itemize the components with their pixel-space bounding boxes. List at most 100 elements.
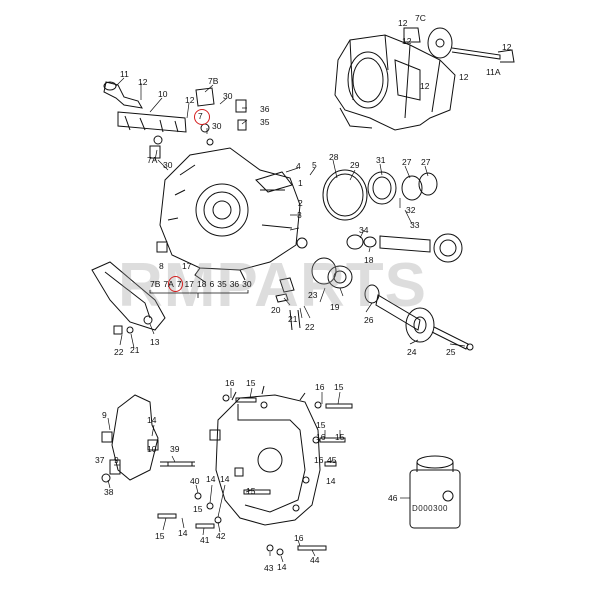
callout-42[interactable]: 42 xyxy=(216,531,226,541)
highlight-ring-upper xyxy=(194,109,210,125)
callout-15[interactable]: 15 xyxy=(246,486,256,496)
row-part-7b[interactable]: 7B xyxy=(150,279,161,289)
row-part-30[interactable]: 30 xyxy=(242,279,252,289)
callout-4[interactable]: 4 xyxy=(296,161,301,171)
callout-44[interactable]: 44 xyxy=(310,555,320,565)
callout-14[interactable]: 14 xyxy=(178,528,188,538)
callout-21[interactable]: 21 xyxy=(130,345,140,355)
leader-lines xyxy=(107,77,466,563)
callout-13[interactable]: 13 xyxy=(150,337,160,347)
callout-16[interactable]: 16 xyxy=(225,378,235,388)
callout-20[interactable]: 20 xyxy=(271,305,281,315)
callout-10[interactable]: 10 xyxy=(158,89,168,99)
callout-30[interactable]: 30 xyxy=(212,121,222,131)
jar-label: D000300 xyxy=(412,504,448,513)
callout-7a[interactable]: 7A xyxy=(147,155,158,165)
callout-35[interactable]: 35 xyxy=(260,117,270,127)
callout-3[interactable]: 3 xyxy=(297,210,302,220)
callout-43[interactable]: 43 xyxy=(264,563,274,573)
row-part-6[interactable]: 6 xyxy=(209,279,215,289)
callout-30[interactable]: 30 xyxy=(223,91,233,101)
left-bracket xyxy=(91,261,166,335)
callout-41[interactable]: 41 xyxy=(200,535,210,545)
row-part-36[interactable]: 36 xyxy=(229,279,240,289)
callout-14[interactable]: 14 xyxy=(220,474,230,484)
callout-12[interactable]: 12 xyxy=(459,72,469,82)
callout-14[interactable]: 14 xyxy=(326,476,336,486)
callout-18[interactable]: 18 xyxy=(364,255,374,265)
callout-22[interactable]: 22 xyxy=(114,347,124,357)
row-part-17[interactable]: 17 xyxy=(184,279,195,289)
callout-25[interactable]: 25 xyxy=(446,347,456,357)
callout-7[interactable]: 7 xyxy=(198,111,203,121)
callout-39[interactable]: 39 xyxy=(170,444,180,454)
callout-27[interactable]: 27 xyxy=(421,157,431,167)
callout-11[interactable]: 11 xyxy=(120,69,129,79)
callout-8[interactable]: 8 xyxy=(159,261,164,271)
gearbox-housing xyxy=(156,147,301,283)
callout-17[interactable]: 17 xyxy=(182,261,192,271)
callout-40[interactable]: 40 xyxy=(190,476,200,486)
callout-5[interactable]: 5 xyxy=(312,160,317,170)
callout-27[interactable]: 27 xyxy=(402,157,412,167)
callout-10[interactable]: 10 xyxy=(147,444,157,454)
callout-23[interactable]: 23 xyxy=(308,290,318,300)
callout-14[interactable]: 14 xyxy=(206,474,216,484)
callout-9[interactable]: 9 xyxy=(114,455,119,465)
callout-7b[interactable]: 7B xyxy=(208,76,219,86)
callout-16[interactable]: 16 xyxy=(294,533,304,543)
callout-31[interactable]: 31 xyxy=(376,155,386,165)
bearing-cluster xyxy=(275,169,463,303)
callout-12[interactable]: 12 xyxy=(502,42,512,52)
callout-15[interactable]: 15 xyxy=(334,382,344,392)
callout-12[interactable]: 12 xyxy=(402,36,412,46)
callout-1[interactable]: 1 xyxy=(298,178,303,188)
callout-36[interactable]: 36 xyxy=(260,104,270,114)
callout-15[interactable]: 15 xyxy=(335,432,345,442)
callout-7c[interactable]: 7C xyxy=(415,13,426,23)
row-part-18[interactable]: 18 xyxy=(197,279,207,289)
selector-small-parts xyxy=(103,81,247,159)
drive-flange xyxy=(289,284,474,351)
callout-29[interactable]: 29 xyxy=(350,160,360,170)
rear-housing-cover xyxy=(334,27,515,131)
callout-16[interactable]: 16 xyxy=(316,432,326,442)
callout-11a[interactable]: 11A xyxy=(486,67,501,77)
callout-34[interactable]: 34 xyxy=(359,225,369,235)
callout-16[interactable]: 16 xyxy=(315,382,325,392)
callout-38[interactable]: 38 xyxy=(104,487,114,497)
callout-37[interactable]: 37 xyxy=(95,455,105,465)
callout-21[interactable]: 21 xyxy=(288,314,298,324)
callout-12[interactable]: 12 xyxy=(420,81,430,91)
callout-28[interactable]: 28 xyxy=(329,152,339,162)
callout-45[interactable]: 45 xyxy=(327,455,337,465)
callout-15[interactable]: 15 xyxy=(316,420,326,430)
callout-15[interactable]: 15 xyxy=(193,504,203,514)
callout-12[interactable]: 12 xyxy=(398,18,408,28)
callout-33[interactable]: 33 xyxy=(410,220,420,230)
callout-14[interactable]: 14 xyxy=(147,415,157,425)
callout-32[interactable]: 32 xyxy=(406,205,416,215)
callout-26[interactable]: 26 xyxy=(364,315,374,325)
callout-15a[interactable]: 15 xyxy=(155,531,165,541)
callout-46[interactable]: 46 xyxy=(388,493,398,503)
callout-24[interactable]: 24 xyxy=(407,347,417,357)
callout-16[interactable]: 16 xyxy=(314,455,324,465)
callout-12[interactable]: 12 xyxy=(185,95,195,105)
callout-12[interactable]: 12 xyxy=(138,77,148,87)
bolts-lower xyxy=(157,397,353,556)
callout-14[interactable]: 14 xyxy=(277,562,287,572)
callout-9[interactable]: 9 xyxy=(102,410,107,420)
lower-left-cover xyxy=(101,394,195,483)
callout-22[interactable]: 22 xyxy=(305,322,315,332)
callout-30[interactable]: 30 xyxy=(163,160,173,170)
row-part-7a[interactable]: 7A xyxy=(163,279,174,289)
callout-15[interactable]: 15 xyxy=(246,378,256,388)
callout-19[interactable]: 19 xyxy=(330,302,340,312)
clutch-housing xyxy=(209,385,322,526)
row-part-35[interactable]: 35 xyxy=(217,279,227,289)
row-part-7[interactable]: 7 xyxy=(176,279,182,289)
callout-2[interactable]: 2 xyxy=(298,198,303,208)
